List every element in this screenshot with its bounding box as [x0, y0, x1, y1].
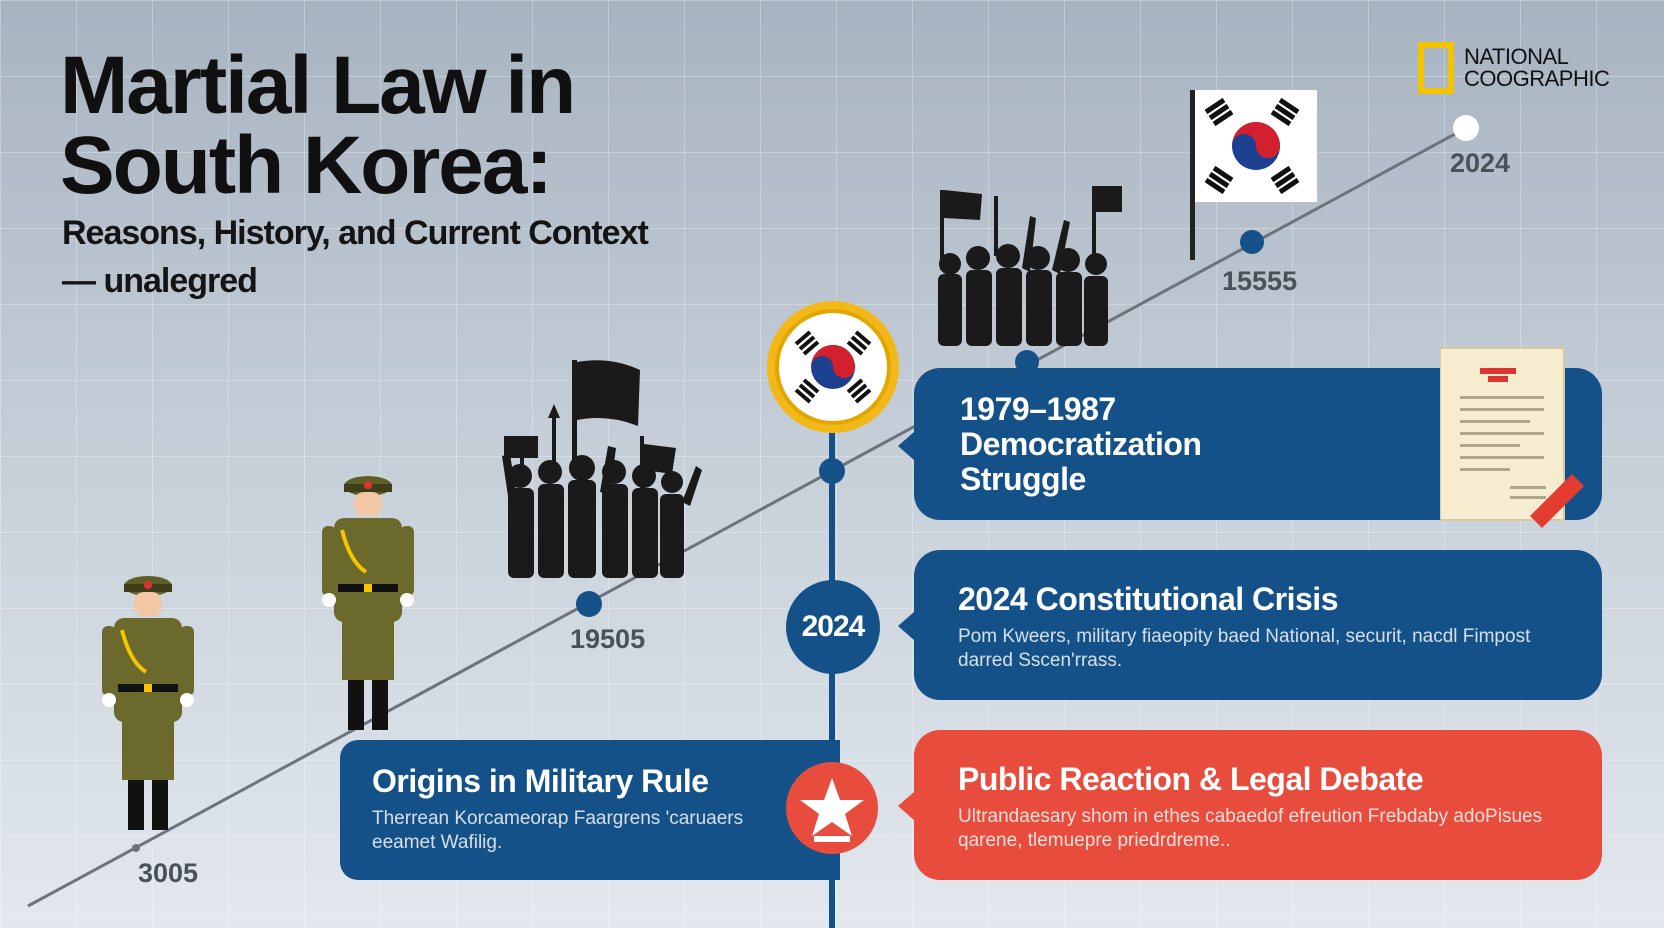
card-crisis-title: 2024 Constitutional Crisis: [958, 581, 1338, 617]
card-reaction-body: Ultrandaesary shom in ethes cabaedof efr…: [958, 806, 1543, 851]
timeline-dot-1950: [576, 591, 602, 617]
korean-flag-medallion-icon: [767, 301, 899, 433]
timeline-dot-1555: [1240, 230, 1264, 254]
card-democratization-title: 1979–1987 Democratization Struggle: [960, 391, 1202, 497]
card-public-reaction: Public Reaction & Legal Debate Ultrandae…: [914, 730, 1602, 880]
protest-crowd-icon: [938, 186, 1122, 346]
star-badge: [786, 762, 878, 854]
card-reaction-title: Public Reaction & Legal Debate: [958, 761, 1424, 797]
document-icon: [1440, 347, 1584, 528]
timeline-dot-center: [819, 458, 845, 484]
publisher-logo: NATIONAL COOGRAPHIC: [1418, 42, 1610, 94]
page-title: Martial Law in South Korea:: [60, 40, 576, 211]
card-crisis-body: Pom Kweers, military fiaeopity baed Nati…: [958, 626, 1531, 671]
card-origins: Origins in Military Rule Therrean Korcam…: [340, 740, 840, 880]
logo-text: NATIONAL COOGRAPHIC: [1464, 44, 1610, 91]
logo-line-2: COOGRAPHIC: [1464, 66, 1610, 91]
year-label-15555: 15555: [1222, 266, 1298, 296]
logo-line-1: NATIONAL: [1464, 44, 1569, 69]
logo-frame-icon: [1418, 42, 1454, 94]
page-subtitle: Reasons, History, and Current Context: [62, 214, 649, 252]
soldier-icon: [102, 576, 194, 830]
star-icon: [800, 778, 864, 842]
year-label-19505: 19505: [570, 624, 646, 654]
center-year-badge: 2024: [786, 580, 880, 674]
timeline-start-dot: [132, 844, 140, 852]
card-crisis-pointer: [898, 612, 914, 640]
diagonal-timeline-line: [27, 126, 1467, 908]
year-label-3005: 3005: [138, 858, 199, 888]
card-constitutional-crisis: 2024 Constitutional Crisis Pom Kweers, m…: [914, 550, 1602, 700]
soldier-icon: [322, 476, 414, 730]
page-subtitle-tagline: — unalegred: [62, 262, 258, 300]
protest-crowd-icon: [502, 360, 702, 578]
year-label-2024: 2024: [1450, 148, 1511, 178]
timeline-end-dot: [1453, 115, 1479, 141]
card-origins-body: Therrean Korcameorap Faargrens 'caruaers…: [372, 808, 744, 853]
card-democratization-pointer: [898, 432, 914, 460]
card-reaction-pointer: [898, 792, 914, 820]
card-origins-title: Origins in Military Rule: [372, 763, 709, 799]
korean-flag-icon: [1190, 90, 1317, 260]
